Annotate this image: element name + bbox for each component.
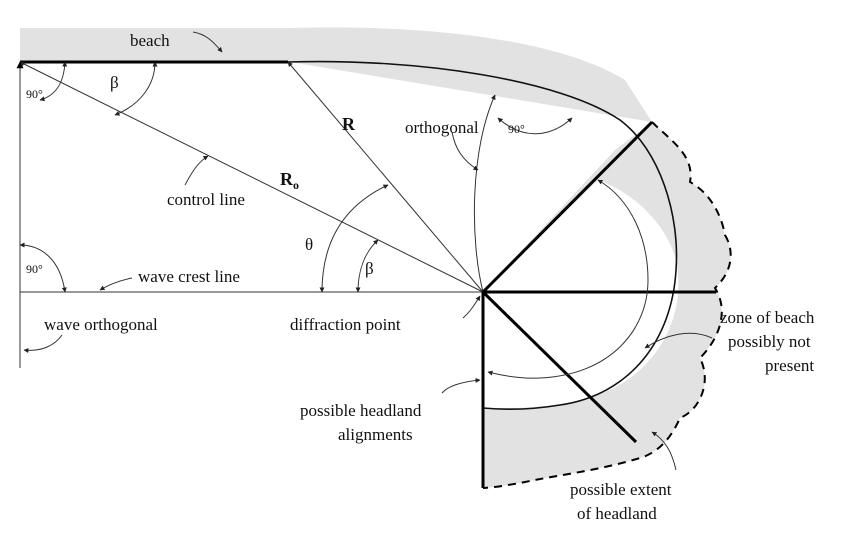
- label-theta: θ: [305, 235, 313, 254]
- rotation-arc: [487, 179, 649, 379]
- angle-arc-90-bottom-left: [19, 242, 67, 293]
- pointer-wave-orthogonal: [23, 334, 63, 353]
- label-headland-alignments-1: possible headland: [300, 401, 422, 420]
- pointer-headland-alignments: [441, 377, 481, 394]
- headland-boundary: [482, 121, 732, 489]
- angle-arc-90-orthogonal: [497, 117, 573, 135]
- label-radius-r0: Ro: [280, 169, 299, 192]
- label-headland-extent-1: possible extent: [570, 480, 672, 499]
- angle-arc-theta: [319, 184, 389, 293]
- label-diffraction-point: diffraction point: [290, 315, 401, 334]
- label-angle-90-top-left: 90°: [26, 87, 43, 101]
- pointer-beach: [192, 31, 223, 53]
- radius-r-line: [287, 61, 484, 293]
- label-beach: beach: [130, 31, 170, 50]
- beach-shading: [20, 27, 652, 122]
- label-headland-extent-2: of headland: [577, 504, 657, 523]
- label-radius-r: R: [342, 114, 356, 134]
- control-line: [19, 61, 484, 293]
- pointer-headland-extent: [651, 431, 677, 471]
- label-zone-of-beach-2: possibly not: [728, 332, 811, 351]
- pointer-wave-crest: [99, 277, 133, 291]
- angle-arc-beta-bottom: [355, 239, 379, 293]
- label-radius-r0-main: R: [280, 169, 294, 189]
- orthogonal-curve: [473, 94, 496, 293]
- angle-arc-90-top-left: [39, 61, 68, 102]
- label-wave-orthogonal: wave orthogonal: [44, 315, 158, 334]
- pointer-diffraction: [462, 295, 481, 319]
- label-radius-r0-sub: o: [293, 178, 299, 192]
- label-wave-crest-line: wave crest line: [138, 267, 240, 286]
- beach-curve: [287, 60, 678, 411]
- pointer-control-line: [184, 155, 209, 186]
- pointer-orthogonal: [451, 131, 479, 171]
- label-angle-90-bottom-left: 90°: [26, 262, 43, 276]
- label-beta-top: β: [110, 73, 119, 92]
- label-headland-alignments-2: alignments: [338, 425, 413, 444]
- label-orthogonal: orthogonal: [405, 118, 479, 137]
- angle-arc-beta-top: [114, 61, 158, 116]
- label-zone-of-beach-3: present: [765, 356, 814, 375]
- label-control-line: control line: [167, 190, 245, 209]
- label-beta-bottom: β: [365, 259, 374, 278]
- label-angle-90-orthogonal: 90°: [508, 122, 525, 136]
- pointer-zone-of-beach: [644, 332, 713, 349]
- label-zone-of-beach-1: zone of beach: [720, 308, 815, 327]
